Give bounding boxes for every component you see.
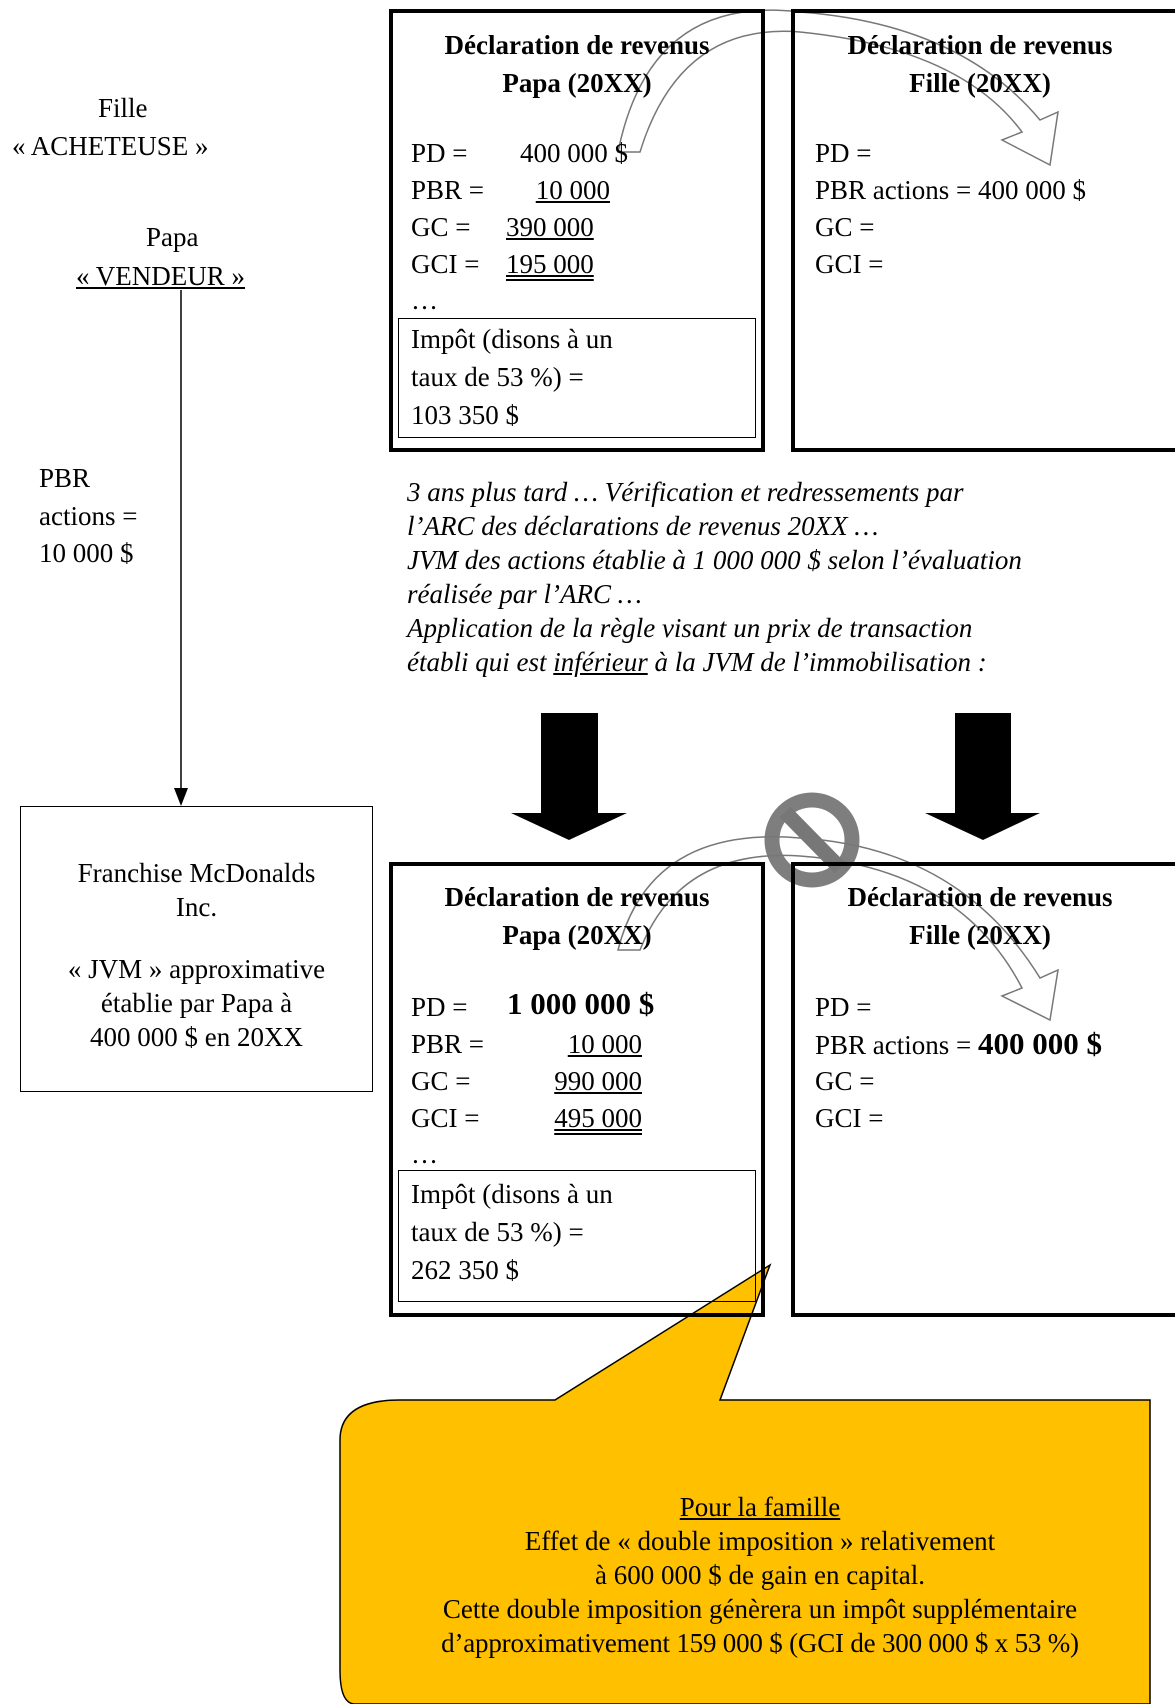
fille-bottom-title-1: Déclaration de revenus — [847, 882, 1113, 912]
callout-line-2: à 600 000 $ de gain en capital. — [595, 1560, 925, 1590]
fille-top-pd-label: PD = — [815, 138, 872, 168]
papa-bottom-title-2: Papa (20XX) — [502, 920, 652, 950]
audit-line-4: réalisée par l’ARC … — [407, 579, 642, 609]
seller-connector-arrowhead — [174, 788, 188, 806]
papa-bottom-gci-label: GCI = — [411, 1103, 480, 1133]
audit-line-6-b: à la JVM de l’immobilisation : — [647, 647, 987, 677]
audit-text: 3 ans plus tard … Vérification et redres… — [407, 475, 1167, 679]
papa-bottom-title-1: Déclaration de revenus — [444, 882, 710, 912]
audit-line-2: l’ARC des déclarations de revenus 20XX … — [407, 511, 879, 541]
papa-top-pbr-value: 10 000 — [505, 173, 610, 207]
papa-top-gc-value: 390 000 — [506, 212, 594, 242]
papa-top-ellipsis: … — [411, 285, 438, 315]
papa-top-tax-2: taux de 53 %) = — [411, 362, 584, 392]
audit-line-1: 3 ans plus tard … Vérification et redres… — [407, 477, 964, 507]
fille-bottom-pd-label: PD = — [815, 992, 872, 1022]
papa-top-tax-3: 103 350 $ — [411, 400, 519, 430]
papa-bottom-gc-label: GC = — [411, 1066, 471, 1096]
papa-return-bottom — [389, 862, 765, 1317]
fille-top-gci-label: GCI = — [815, 249, 884, 279]
papa-top-title-2: Papa (20XX) — [502, 68, 652, 98]
buyer-role: « ACHETEUSE » — [12, 131, 209, 161]
prohibited-icon — [764, 792, 860, 888]
papa-top-pbr-label: PBR = — [411, 175, 485, 205]
audit-line-3: JVM des actions établie à 1 000 000 $ se… — [407, 545, 1022, 575]
pbr-value: 10 000 $ — [39, 538, 134, 568]
papa-top-title-1: Déclaration de revenus — [444, 30, 710, 60]
fille-top-pbr-label: PBR actions = — [815, 175, 972, 205]
fille-top-title-2: Fille (20XX) — [909, 68, 1051, 98]
papa-bottom-tax-2: taux de 53 %) = — [411, 1217, 584, 1247]
fille-return-top — [791, 9, 1175, 452]
papa-bottom-gci-value: 495 000 — [506, 1101, 642, 1135]
down-arrow-left — [511, 713, 627, 840]
papa-top-pd-label: PD = — [411, 138, 468, 168]
buyer-name: Fille — [98, 93, 148, 123]
callout-heading: Pour la famille — [679, 1492, 841, 1522]
papa-bottom-tax-3: 262 350 $ — [411, 1255, 519, 1285]
jvm-line-1: « JVM » approximative — [67, 954, 326, 984]
callout-text: Pour la famille Effet de « double imposi… — [345, 1490, 1175, 1660]
fille-top-gc-label: GC = — [815, 212, 875, 242]
papa-bottom-ellipsis: … — [411, 1139, 438, 1169]
callout-line-4: d’approximativement 159 000 $ (GCI de 30… — [441, 1628, 1079, 1658]
pbr-actions: actions = — [39, 501, 138, 531]
transfer-arrow-top — [617, 9, 1059, 167]
pbr-label: PBR — [39, 463, 91, 493]
audit-line-6: établi qui est inférieur à la JVM de l’i… — [407, 645, 1167, 679]
papa-top-tax-box — [398, 318, 756, 438]
fille-bottom-pbr-value: 400 000 $ — [978, 1026, 1102, 1061]
company-text: Franchise McDonalds Inc. « JVM » approxi… — [20, 856, 373, 1054]
jvm-line-3: 400 000 $ en 20XX — [90, 1022, 303, 1052]
down-arrow-right — [925, 713, 1040, 840]
fille-bottom-pbr-label: PBR actions = — [815, 1030, 972, 1060]
papa-bottom-pbr-number: 10 000 — [567, 1029, 642, 1059]
papa-bottom-pd-value: 1 000 000 $ — [507, 986, 655, 1021]
company-suffix: Inc. — [175, 892, 218, 922]
papa-top-tax-1: Impôt (disons à un — [411, 324, 613, 354]
fille-top-pbr-value: 400 000 $ — [978, 175, 1086, 205]
papa-bottom-tax-box — [398, 1170, 756, 1302]
audit-line-5: Application de la règle visant un prix d… — [407, 613, 973, 643]
fille-bottom-gc-label: GC = — [815, 1066, 875, 1096]
callout-bubble — [339, 1263, 1151, 1704]
audit-line-6-underlined: inférieur — [553, 647, 648, 677]
callout-line-1: Effet de « double imposition » relativem… — [524, 1526, 996, 1556]
fille-bottom-pbr: PBR actions = 400 000 $ — [815, 1027, 1102, 1062]
company-name: Franchise McDonalds — [77, 858, 316, 888]
papa-bottom-gc-number: 990 000 — [554, 1066, 642, 1096]
papa-bottom-pbr-value: 10 000 — [506, 1027, 642, 1061]
papa-top-gc-label: GC = — [411, 212, 471, 242]
papa-bottom-pbr-label: PBR = — [411, 1029, 485, 1059]
seller-role: « VENDEUR » — [76, 261, 246, 291]
jvm-line-2: établie par Papa à — [100, 988, 293, 1018]
fille-bottom-title-2: Fille (20XX) — [909, 920, 1051, 950]
fille-top-pbr: PBR actions = 400 000 $ — [815, 173, 1086, 207]
papa-top-gci-label: GCI = — [411, 249, 480, 279]
fille-return-bottom — [791, 862, 1175, 1317]
papa-bottom-pd-label: PD = — [411, 992, 468, 1022]
seller-name: Papa — [146, 222, 199, 252]
callout-line-3: Cette double imposition génèrera un impô… — [442, 1594, 1078, 1624]
audit-line-6-a: établi qui est — [407, 647, 554, 677]
fille-top-title-1: Déclaration de revenus — [847, 30, 1113, 60]
papa-bottom-gc-value: 990 000 — [506, 1064, 642, 1098]
papa-top-pd-value: 400 000 $ — [520, 138, 628, 168]
papa-return-top — [389, 9, 765, 452]
papa-top-gci-value: 195 000 — [506, 249, 594, 279]
papa-bottom-gci-number: 495 000 — [554, 1103, 642, 1133]
papa-bottom-tax-1: Impôt (disons à un — [411, 1179, 613, 1209]
transfer-arrow-bottom — [617, 836, 1059, 1022]
company-box — [20, 806, 373, 1092]
fille-bottom-gci-label: GCI = — [815, 1103, 884, 1133]
papa-top-pbr-number: 10 000 — [535, 175, 610, 205]
